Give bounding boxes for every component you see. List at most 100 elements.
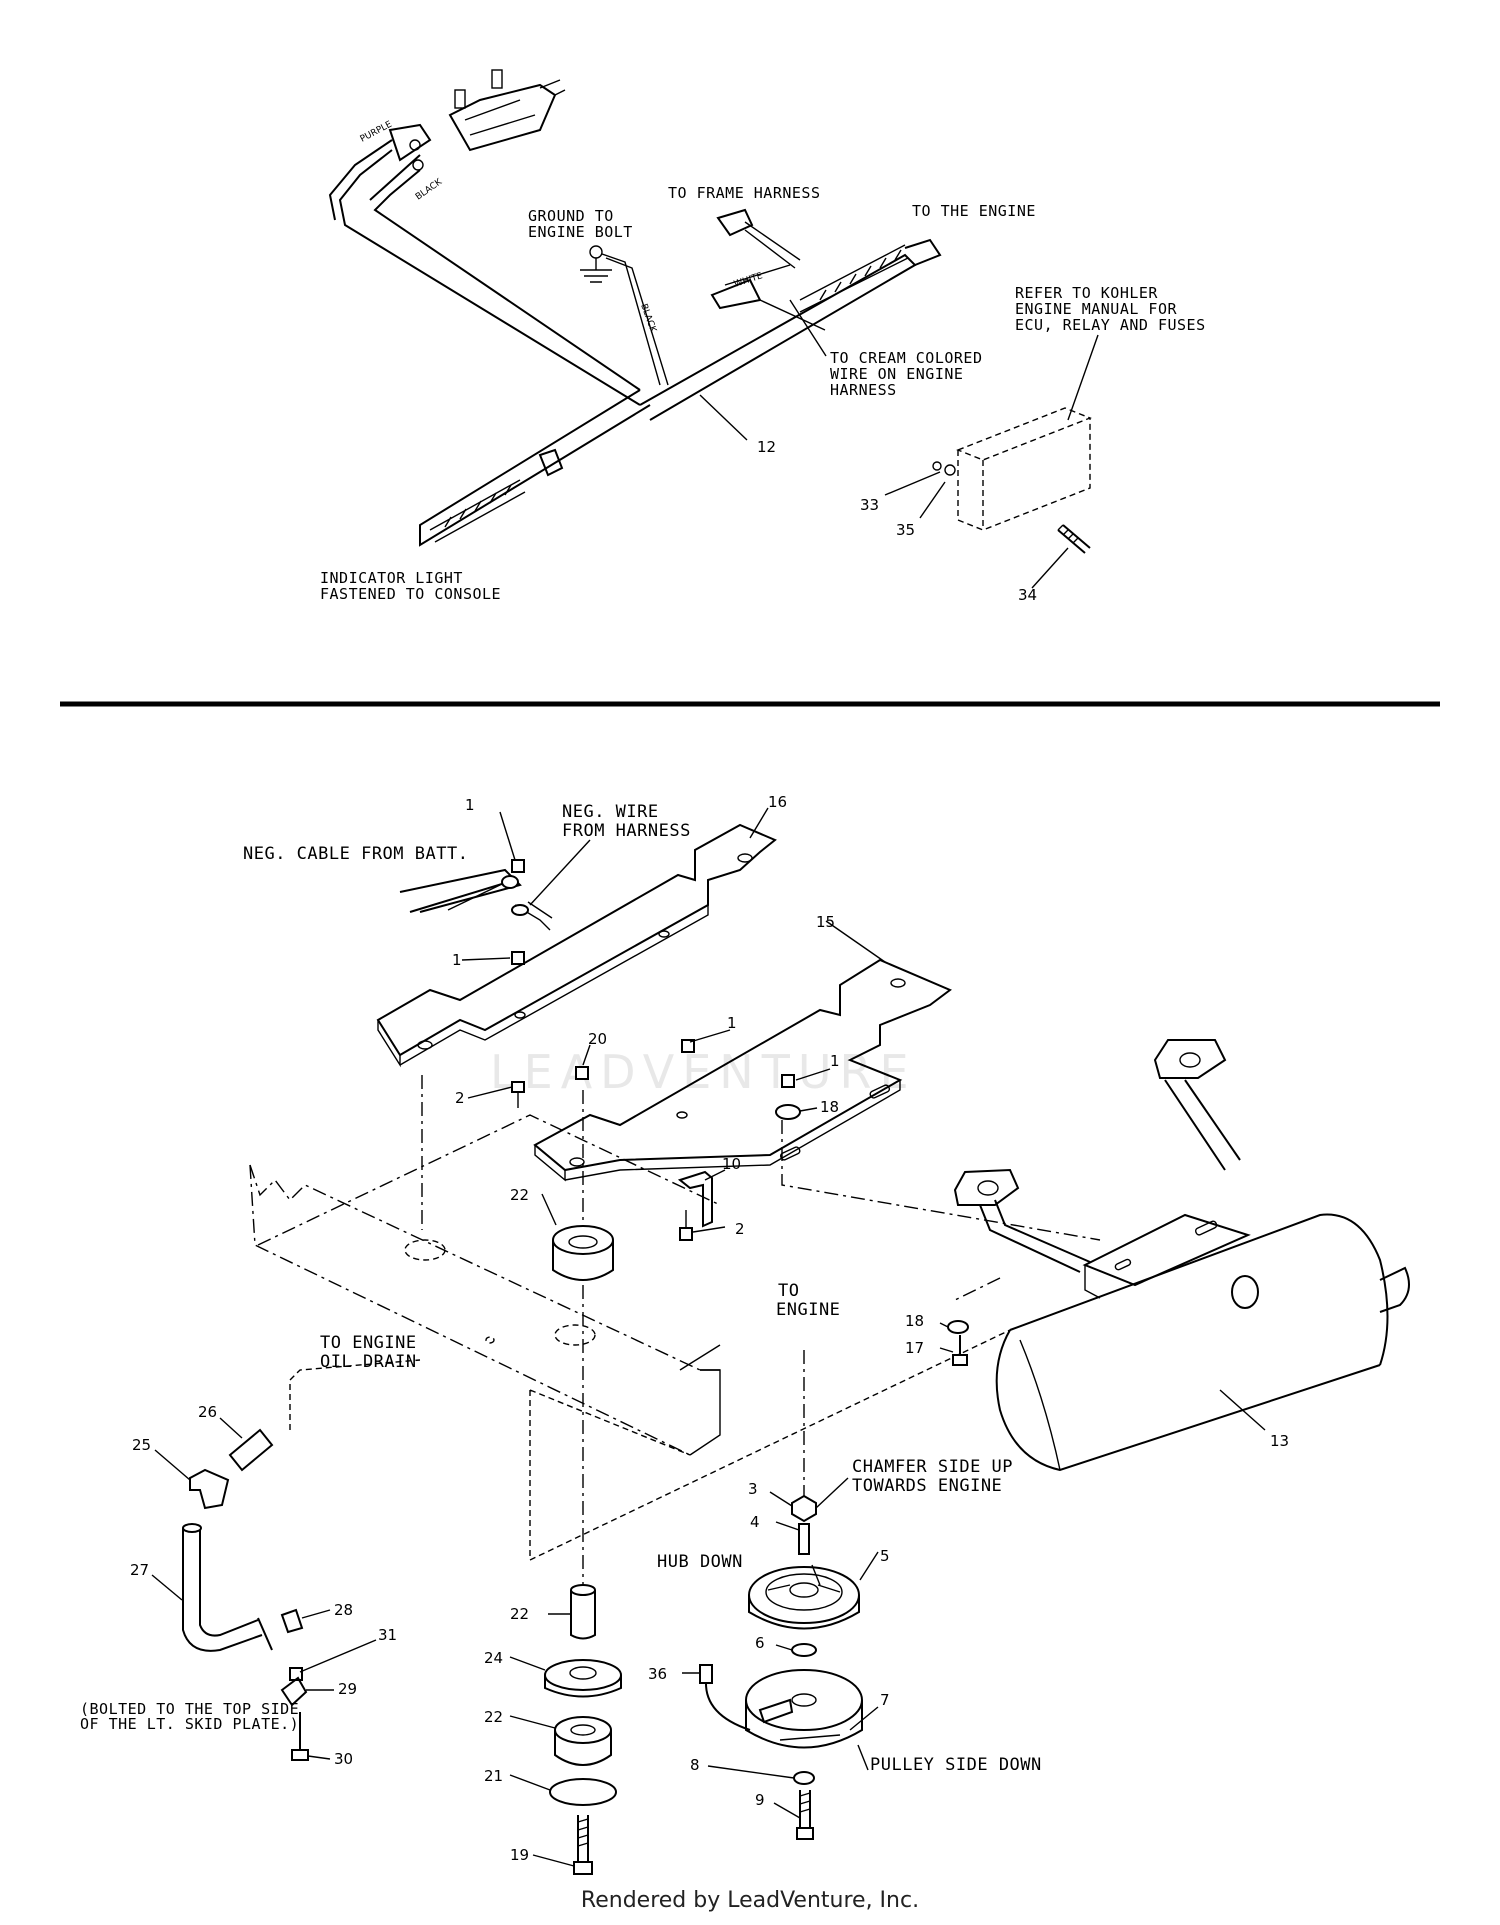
callout-20: 20 [588,1030,607,1048]
washer-8 [793,1771,815,1785]
kohler-label-2: ENGINE MANUAL FOR [1015,300,1177,318]
hub-down-label: HUB DOWN [657,1552,743,1572]
callout-8: 8 [690,1756,700,1774]
frame-plate [249,1114,1011,1561]
wire-harness-section: PURPLE BLACK WHITE BLACK GROUND TO ENGIN… [320,69,1206,604]
washer-18a [775,1104,801,1120]
callout-34: 34 [1018,586,1037,604]
engine-mount-section: NEG. CABLE FROM BATT. NEG. WIRE FROM HAR… [80,793,1410,1875]
tube-27 [182,1523,273,1652]
neg-cable-label: NEG. CABLE FROM BATT. [243,844,468,864]
callout-9: 9 [755,1791,765,1809]
clamp-29 [280,1676,308,1707]
nut-20 [575,1066,589,1080]
cream-wire-label-2: WIRE ON ENGINE [830,365,963,383]
pulley-5 [748,1566,860,1630]
washer-21 [549,1778,617,1806]
callout-16: 16 [768,793,787,811]
pulley-side-down-label: PULLEY SIDE DOWN [870,1755,1042,1775]
callout-17: 17 [905,1339,924,1357]
ground-label-1: GROUND TO [528,207,614,225]
bolted-note-2: OF THE LT. SKID PLATE.) [80,1715,299,1733]
bolted-note-1: (BOLTED TO THE TOP SIDE [80,1700,299,1718]
callout-5: 5 [880,1547,890,1565]
chamfer-label-1: CHAMFER SIDE UP [852,1457,1013,1477]
cap-28 [280,1608,304,1634]
chamfer-label-2: TOWARDS ENGINE [852,1476,1002,1496]
callout-22b: 22 [510,1605,529,1623]
bolt-9 [796,1790,814,1840]
hose-26 [228,1428,274,1472]
ground-label-2: ENGINE BOLT [528,223,633,241]
nut-1d [781,1074,795,1088]
callout-31: 31 [378,1626,397,1644]
nut-1c [681,1039,695,1053]
kohler-label-1: REFER TO KOHLER [1015,284,1158,302]
callout-35: 35 [896,521,915,539]
callout-28: 28 [334,1601,353,1619]
ecu-box [932,407,1092,554]
watermark: LEADVENTURE [490,1045,917,1099]
nut-1b [511,951,525,965]
muffler-13 [953,1039,1410,1472]
to-engine-label-1: TO [778,1281,799,1301]
callout-26: 26 [198,1403,217,1421]
nut-1a [511,859,525,873]
key-4 [798,1523,810,1555]
bracket-10 [677,1170,713,1241]
callout-2a: 2 [455,1089,465,1107]
callout-1b: 1 [452,951,462,969]
to-engine-label-2: ENGINE [776,1300,840,1320]
bracket-15 [533,958,952,1182]
callout-29: 29 [338,1680,357,1698]
callout-1c: 1 [727,1014,737,1032]
washer-24 [544,1659,622,1698]
callout-3: 3 [748,1480,758,1498]
callout-27: 27 [130,1561,149,1579]
callout-6: 6 [755,1634,765,1652]
callout-10: 10 [722,1155,741,1173]
callout-18b: 18 [905,1312,924,1330]
callout-21: 21 [484,1767,503,1785]
purple-wire-label: PURPLE [359,120,394,145]
nut-3 [791,1494,817,1523]
indicator-label-1: INDICATOR LIGHT [320,569,463,587]
kohler-label-3: ECU, RELAY AND FUSES [1015,316,1206,334]
callout-4: 4 [750,1513,760,1531]
callout-19: 19 [510,1846,529,1864]
isolator-22c [554,1716,612,1766]
callout-24: 24 [484,1649,503,1667]
white-wire-label: WHITE [733,271,764,290]
elbow-25 [189,1468,230,1510]
engine-label: TO THE ENGINE [912,202,1036,220]
bolt-17 [952,1335,968,1366]
callout-12: 12 [757,438,776,456]
bracket-16 [376,823,777,1068]
neg-wire-label-2: FROM HARNESS [562,821,691,841]
spacer-22b [570,1584,596,1640]
callout-22c: 22 [484,1708,503,1726]
frame-harness-label: TO FRAME HARNESS [668,184,821,202]
callout-13: 13 [1270,1432,1289,1450]
indicator-light-assembly [388,69,566,171]
callout-18a: 18 [820,1098,839,1116]
oil-drain-label-2: OIL DRAIN [320,1352,417,1372]
black-wire-label-small: BLACK [414,177,445,203]
footer-credit: Rendered by LeadVenture, Inc. [580,1888,920,1913]
callout-30: 30 [334,1750,353,1768]
callout-7: 7 [880,1691,890,1709]
cream-wire-label-3: HARNESS [830,381,897,399]
clutch-7 [699,1664,863,1749]
callout-22a: 22 [510,1186,529,1204]
callout-33: 33 [860,496,879,514]
bolt-30 [291,1712,309,1761]
callout-15: 15 [816,913,835,931]
bolt-19 [573,1815,593,1875]
callout-1d: 1 [830,1052,840,1070]
neg-wire-label-1: NEG. WIRE [562,802,659,822]
callout-1a: 1 [465,796,475,814]
washer-18b [947,1320,969,1334]
callout-25: 25 [132,1436,151,1454]
nut-31 [289,1667,303,1681]
